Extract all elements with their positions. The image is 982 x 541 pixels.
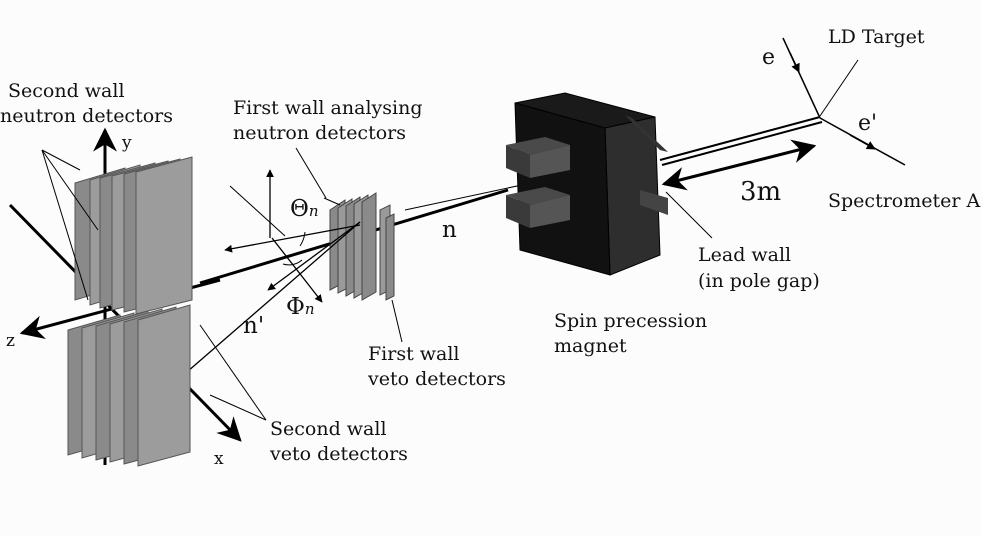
scattered-neutron-label: n' [243, 313, 265, 339]
first-wall-veto-label-2: veto detectors [368, 368, 506, 390]
spin-precession-magnet [506, 92, 668, 276]
scattered-electron-label: e' [858, 111, 878, 136]
magnet-label-1: Spin precession [554, 310, 708, 332]
lead-wall-pointer [665, 191, 713, 239]
distance-arrow [661, 139, 817, 191]
first-wall-analysing-detectors [295, 147, 377, 301]
second-wall-veto-label-2: veto detectors [270, 443, 408, 465]
magnet-label-2: magnet [554, 335, 627, 357]
first-wall-analysing-label-2: neutron detectors [233, 122, 406, 144]
spectrometer-label: Spectrometer A [828, 190, 981, 212]
axis-z-label: z [6, 331, 15, 351]
phi-angle-label: Φn [286, 294, 315, 320]
second-wall-veto-detectors [67, 304, 267, 467]
second-wall-neutron-detectors [41, 149, 193, 315]
first-wall-analysing-label-1: First wall analysing [233, 97, 423, 119]
axis-y-label: y [122, 133, 132, 153]
second-wall-neutron-label-1: Second wall [8, 80, 125, 102]
electron-tracks [782, 37, 906, 166]
second-wall-neutron-label-2: neutron detectors [0, 105, 173, 127]
lead-wall-label-2: (in pole gap) [698, 270, 820, 292]
first-wall-veto-detectors [379, 204, 403, 343]
distance-label: 3m [740, 177, 782, 207]
scattering-geometry [179, 169, 361, 379]
theta-angle-label: Θn [290, 196, 319, 222]
second-wall-veto-label-1: Second wall [270, 418, 387, 440]
electron-label: e [762, 45, 776, 70]
lead-wall-label-1: Lead wall [698, 244, 792, 266]
first-wall-veto-label-1: First wall [368, 343, 460, 365]
ld-target-label: LD Target [828, 26, 925, 48]
neutron-label: n [442, 217, 457, 243]
axis-x-label: x [214, 449, 224, 469]
